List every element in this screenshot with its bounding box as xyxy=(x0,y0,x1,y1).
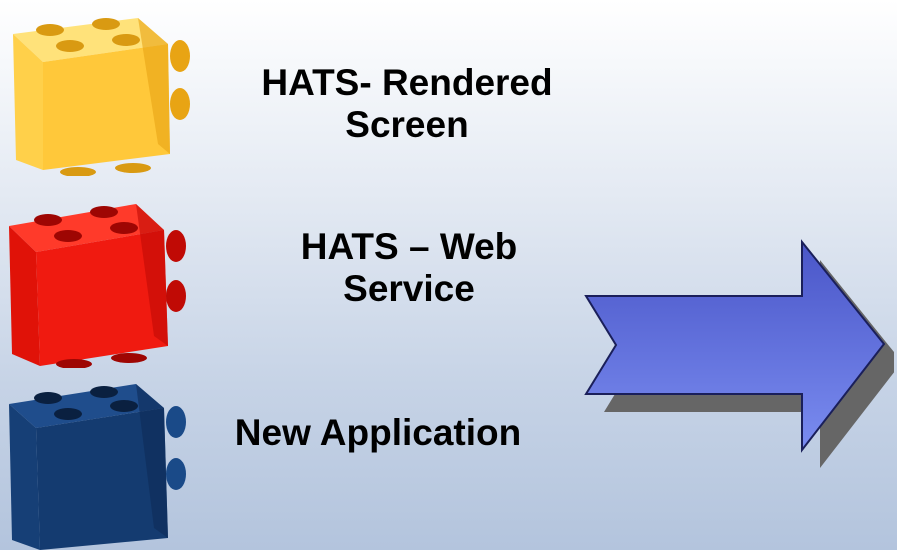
yellow-lego-brick-icon xyxy=(13,18,190,176)
red-lego-brick-icon xyxy=(9,204,186,368)
label-new-application: New Application xyxy=(234,412,522,453)
blue-lego-brick-icon xyxy=(9,384,186,550)
right-arrow-icon xyxy=(584,239,894,468)
brick-top xyxy=(13,18,168,62)
